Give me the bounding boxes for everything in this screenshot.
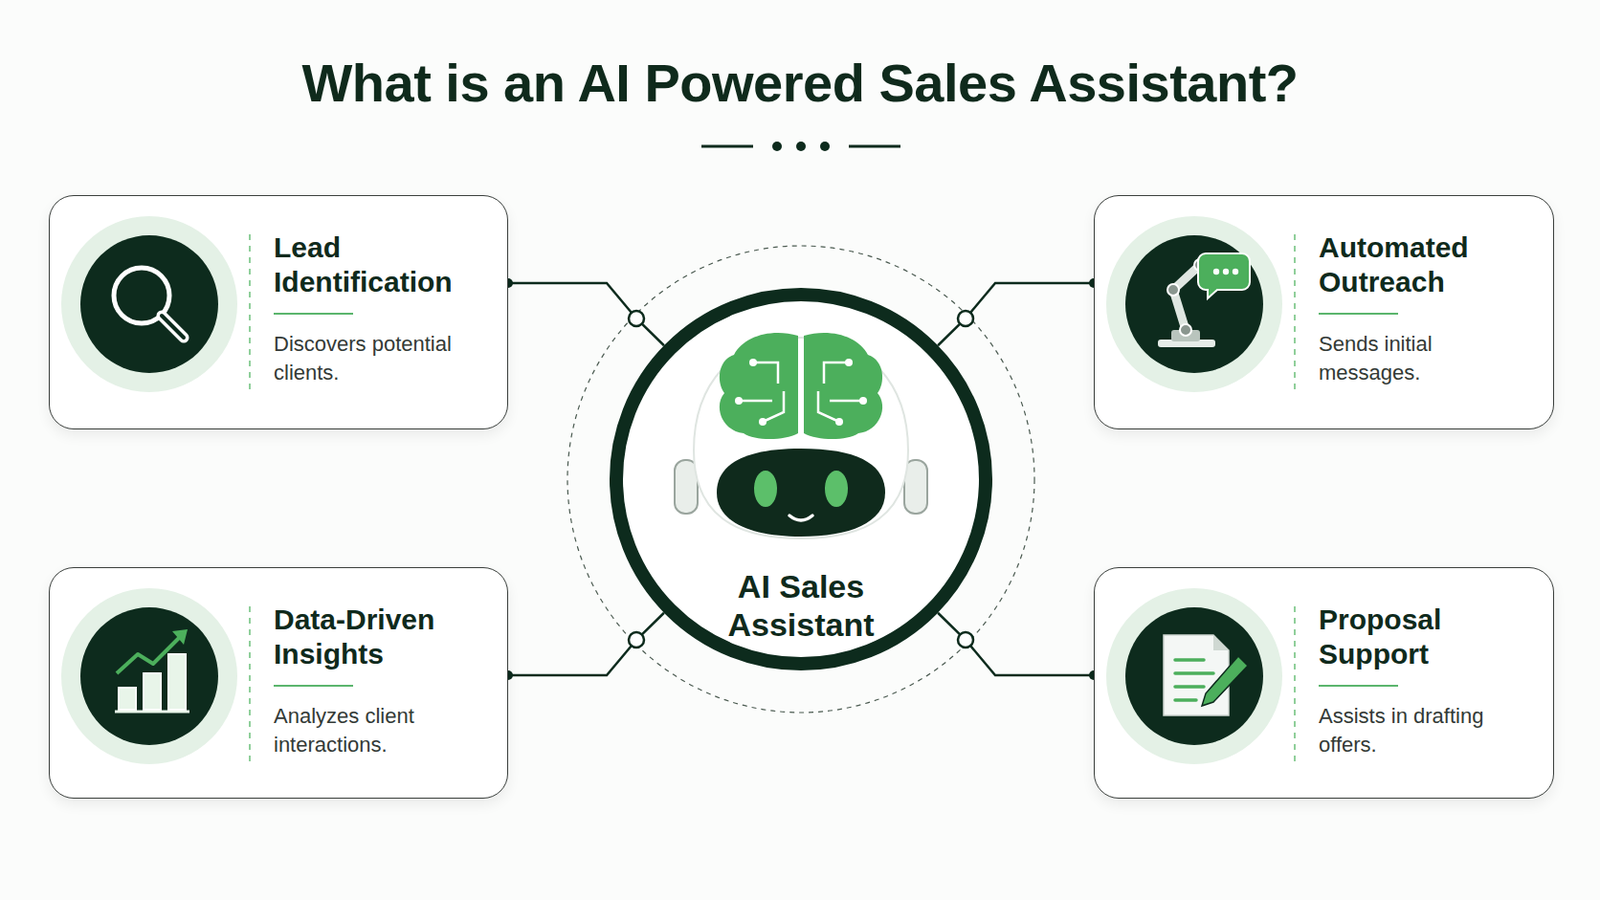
graphic-part bbox=[1173, 265, 1200, 331]
heading-underline bbox=[1318, 312, 1399, 315]
robot-eye bbox=[824, 470, 848, 508]
heading-underline bbox=[273, 685, 354, 688]
graphic-part bbox=[1179, 324, 1192, 336]
graphic-part bbox=[118, 688, 136, 711]
brain-node bbox=[835, 418, 844, 426]
divider-dot bbox=[796, 141, 806, 152]
graphic-part bbox=[1213, 635, 1229, 651]
brain-circuit bbox=[823, 362, 849, 384]
brain-circuit bbox=[738, 400, 773, 403]
graphic-part bbox=[161, 315, 184, 338]
graphic-part bbox=[1175, 658, 1204, 663]
card-icon bbox=[49, 568, 261, 800]
feature-card: Automated OutreachSends initial messages… bbox=[1093, 195, 1555, 430]
card-heading: Data-Driven Insights bbox=[273, 602, 480, 672]
graphic-part bbox=[172, 629, 188, 645]
card-separator bbox=[248, 606, 251, 762]
connector bbox=[937, 613, 1094, 676]
brain-circuit bbox=[762, 391, 784, 423]
connector-joint bbox=[628, 632, 645, 648]
heading-underline bbox=[1318, 685, 1399, 688]
card-heading: Automated Outreach bbox=[1318, 230, 1525, 300]
icon-halo bbox=[61, 588, 238, 765]
robot-eye bbox=[754, 470, 778, 508]
graphic-part bbox=[168, 654, 186, 711]
graphic-part bbox=[143, 673, 161, 711]
card-icon bbox=[1094, 196, 1306, 431]
brain-circuit bbox=[753, 362, 778, 384]
feature-card: Lead IdentificationDiscovers potential c… bbox=[48, 195, 509, 430]
icon-disc bbox=[1125, 607, 1264, 746]
brain-node bbox=[749, 358, 757, 367]
icon-halo bbox=[1106, 216, 1283, 393]
diagram-title: What is an AI Powered Sales Assistant? bbox=[0, 51, 1600, 114]
divider-line bbox=[701, 145, 754, 149]
icon-disc bbox=[80, 235, 219, 374]
card-text: Data-Driven InsightsAnalyzes client inte… bbox=[273, 602, 480, 760]
heading-underline bbox=[273, 312, 354, 315]
feature-card: Data-Driven InsightsAnalyzes client inte… bbox=[48, 567, 509, 800]
card-description: Analyzes client interactions. bbox=[273, 702, 480, 760]
connector-joint bbox=[957, 311, 974, 327]
brain-circuit bbox=[829, 400, 864, 403]
card-text: Proposal SupportAssists in drafting offe… bbox=[1318, 602, 1525, 760]
graphic-part bbox=[1175, 698, 1197, 703]
card-separator bbox=[1293, 606, 1296, 762]
card-heading: Lead Identification bbox=[273, 230, 480, 300]
divider-dot bbox=[820, 141, 830, 152]
graphic-part bbox=[1198, 253, 1250, 299]
robot-smile bbox=[789, 515, 813, 521]
graphic-part bbox=[1213, 268, 1220, 275]
brain-node bbox=[734, 397, 743, 405]
orbit-ring bbox=[567, 245, 1035, 713]
graphic-part bbox=[116, 635, 182, 674]
connector bbox=[508, 283, 665, 346]
robot-icon bbox=[1157, 253, 1250, 348]
connector bbox=[508, 613, 665, 676]
graphic-part bbox=[1232, 268, 1239, 275]
divider-dot bbox=[772, 141, 782, 152]
icon-halo bbox=[1106, 588, 1283, 765]
card-heading: Proposal Support bbox=[1318, 602, 1525, 672]
card-separator bbox=[248, 234, 251, 393]
card-text: Lead IdentificationDiscovers potential c… bbox=[273, 230, 480, 388]
brain-node bbox=[844, 358, 853, 367]
icon-disc bbox=[80, 607, 219, 746]
card-description: Assists in drafting offers. bbox=[1318, 702, 1525, 760]
card-text: Automated OutreachSends initial messages… bbox=[1318, 230, 1525, 388]
icon-halo bbox=[61, 216, 238, 393]
title-divider bbox=[701, 141, 901, 152]
graphic-part bbox=[1222, 268, 1229, 275]
connector-joint bbox=[957, 632, 974, 648]
brain-circuit bbox=[818, 391, 840, 423]
robot-brain bbox=[719, 333, 799, 440]
core-label: AI Sales Assistant bbox=[705, 567, 897, 645]
doc-icon bbox=[1163, 635, 1248, 716]
brain-node bbox=[758, 418, 767, 426]
graphic-part bbox=[1201, 656, 1248, 707]
icon-disc bbox=[1125, 235, 1264, 374]
robot-brain bbox=[803, 333, 883, 440]
graphic-part bbox=[1167, 284, 1179, 296]
card-description: Sends initial messages. bbox=[1318, 330, 1525, 388]
graphic-part bbox=[1163, 635, 1229, 716]
card-separator bbox=[1293, 234, 1296, 393]
graphic-part bbox=[1175, 671, 1214, 676]
graphic-part bbox=[161, 315, 184, 338]
connector bbox=[937, 283, 1094, 346]
connector-joint bbox=[628, 311, 645, 327]
robot-face bbox=[716, 448, 886, 537]
search-icon bbox=[113, 267, 184, 338]
core-circle: AI Sales Assistant bbox=[609, 288, 993, 671]
card-description: Discovers potential clients. bbox=[273, 330, 480, 388]
divider-line bbox=[848, 145, 901, 149]
card-icon bbox=[49, 196, 261, 431]
graphic-part bbox=[1175, 685, 1204, 689]
feature-card: Proposal SupportAssists in drafting offe… bbox=[1093, 567, 1555, 800]
brain-node bbox=[859, 397, 867, 405]
chart-icon bbox=[114, 629, 190, 712]
card-icon bbox=[1094, 568, 1306, 800]
